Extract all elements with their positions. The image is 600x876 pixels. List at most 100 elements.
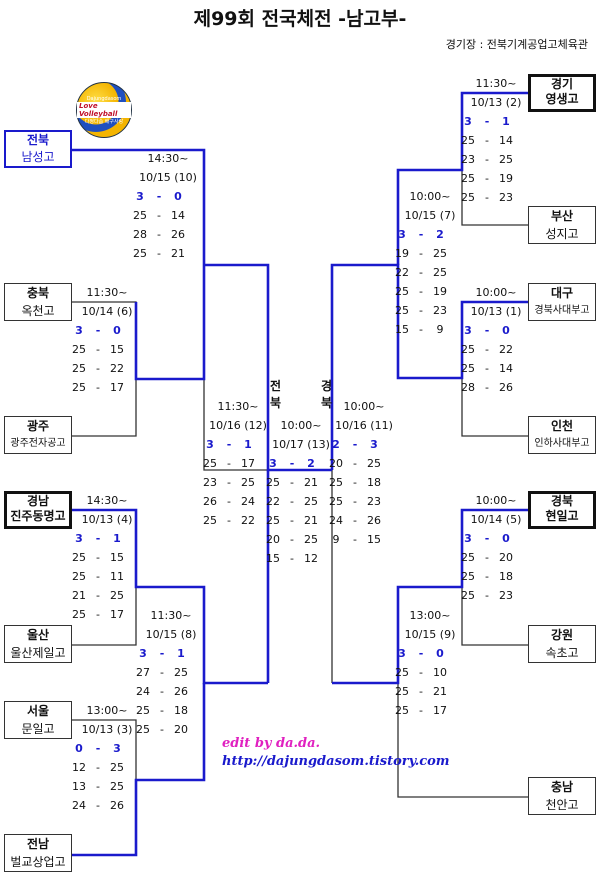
score-cell: -	[157, 209, 161, 222]
score-cell: 25	[174, 666, 188, 679]
team-busan[interactable]: 부산 성지고	[528, 206, 596, 244]
set-score: 24-26	[67, 796, 147, 815]
team-chungbuk[interactable]: 충북 옥천고	[4, 283, 72, 321]
score-cell: 25	[395, 704, 409, 717]
set-score: 25-23	[390, 301, 470, 320]
score-cell: 15	[110, 551, 124, 564]
score-cell: -	[96, 381, 100, 394]
score-cell: 25	[461, 343, 475, 356]
winline-daegu	[330, 263, 528, 470]
match-total: 3-0	[456, 321, 536, 340]
team-incheon[interactable]: 인천 인하사대부고	[528, 416, 596, 454]
score-cell: -	[485, 191, 489, 204]
team-ulsan[interactable]: 울산 울산제일고	[4, 625, 72, 663]
team-gyeongnam[interactable]: 경남 진주동명고	[4, 491, 72, 529]
score-cell: -	[485, 172, 489, 185]
score-cell: 0	[502, 532, 510, 545]
match-date: 10/13 (2)	[470, 96, 522, 109]
score-cell: 3	[136, 190, 144, 203]
score-cell: 18	[499, 570, 513, 583]
team-region: 경북	[550, 494, 574, 508]
score-cell: 22	[110, 362, 124, 375]
score-cell: 12	[304, 552, 318, 565]
match-total: 3-1	[198, 435, 278, 454]
team-daegu[interactable]: 대구 경북사대부고	[528, 283, 596, 321]
set-score: 9-15	[324, 530, 404, 549]
set-score: 13-25	[67, 777, 147, 796]
team-school: 영생고	[545, 92, 579, 106]
team-school: 인하사대부고	[534, 438, 590, 449]
score-cell: 19	[395, 247, 409, 260]
final-left-top: 전	[270, 379, 282, 393]
team-gwangju[interactable]: 광주 광주전자공고	[4, 416, 72, 454]
team-region: 충북	[26, 286, 50, 300]
match-time: 10:00~	[280, 419, 322, 432]
match-date: 10/14 (5)	[470, 513, 522, 526]
score-cell: 2	[332, 438, 340, 451]
score-cell: 25	[133, 209, 147, 222]
set-score: 25-20	[131, 720, 211, 739]
score-cell: 25	[461, 191, 475, 204]
score-cell: 25	[461, 551, 475, 564]
credit-url[interactable]: http://dajungdasom.tistory.com	[222, 754, 450, 769]
score-cell: 18	[174, 704, 188, 717]
score-cell: 25	[499, 153, 513, 166]
match-total: 3-2	[390, 225, 470, 244]
score-cell: -	[96, 780, 100, 793]
score-cell: -	[160, 704, 164, 717]
team-school: 문일고	[21, 722, 55, 736]
match-time: 13:00~	[86, 704, 128, 717]
winline-jeonnam	[72, 683, 206, 857]
score-cell: -	[95, 532, 101, 545]
score-cell: -	[157, 247, 161, 260]
score-cell: 25	[72, 570, 86, 583]
score-cell: -	[227, 457, 231, 470]
score-cell: -	[96, 362, 100, 375]
score-cell: 22	[241, 514, 255, 527]
match-date: 10/13 (1)	[470, 305, 522, 318]
score-cell: 25	[433, 247, 447, 260]
team-region: 광주	[26, 419, 50, 433]
score-cell: 15	[266, 552, 280, 565]
team-chungnam[interactable]: 충남 천안고	[528, 777, 596, 815]
team-jeonnam[interactable]: 전남 벌교상업고	[4, 834, 72, 872]
team-gangwon[interactable]: 강원 속초고	[528, 625, 596, 663]
match-date: 10/15 (8)	[145, 628, 197, 641]
score-cell: 21	[72, 589, 86, 602]
score-cell: 0	[502, 324, 510, 337]
score-cell: 17	[110, 381, 124, 394]
team-gyeongbuk[interactable]: 경북 현일고	[528, 491, 596, 529]
score-cell: -	[485, 570, 489, 583]
line-busan	[461, 150, 528, 226]
match-date: 10/13 (3)	[81, 723, 133, 736]
love-volleyball-logo: Dajungdasom Love Volleyball 다정다솜 배구사랑	[76, 82, 132, 138]
score-cell: -	[484, 115, 490, 128]
score-cell: 3	[139, 647, 147, 660]
score-cell: 12	[72, 761, 86, 774]
team-jeonbuk[interactable]: 전북 남성고	[4, 130, 72, 168]
score-cell: 26	[367, 514, 381, 527]
score-cell: 15	[395, 323, 409, 336]
score-cell: -	[96, 608, 100, 621]
score-cell: 22	[266, 495, 280, 508]
score-cell: 3	[370, 438, 378, 451]
match-time: 14:30~	[86, 494, 128, 507]
set-score: 28-26	[128, 225, 208, 244]
winline-gyeonggi	[396, 91, 528, 265]
score-cell: 3	[75, 532, 83, 545]
team-seoul[interactable]: 서울 문일고	[4, 701, 72, 739]
score-cell: -	[352, 438, 358, 451]
score-cell: 0	[75, 742, 83, 755]
team-gyeonggi[interactable]: 경기 영생고	[528, 74, 596, 112]
score-cell: -	[418, 228, 424, 241]
score-cell: -	[160, 723, 164, 736]
match-time: 10:00~	[409, 190, 451, 203]
match-time: 11:30~	[150, 609, 192, 622]
set-score: 20-25	[324, 454, 404, 473]
score-cell: 0	[174, 190, 182, 203]
logo-top-text: Dajungdasom	[86, 95, 122, 102]
